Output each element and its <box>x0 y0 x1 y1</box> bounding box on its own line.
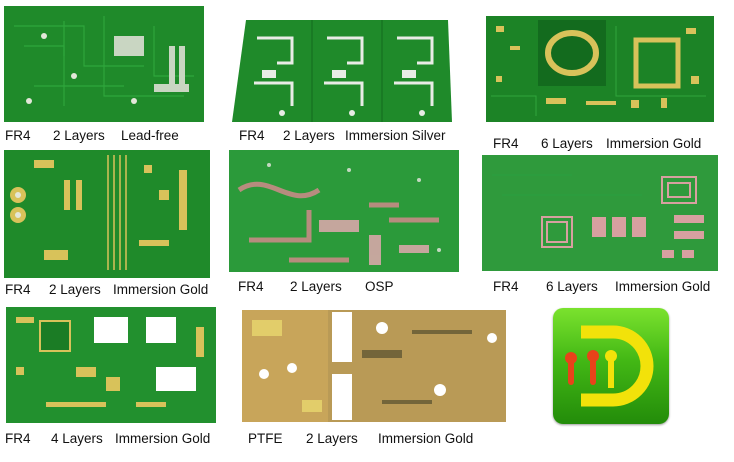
material-label: FR4 <box>5 431 31 446</box>
pcb-board-photo-5 <box>229 150 459 272</box>
caption-6: FR4 6 Layers Immersion Gold <box>493 278 723 296</box>
layers-label: 6 Layers <box>541 136 593 151</box>
finish-label: Immersion Gold <box>615 279 711 294</box>
pcb-board-photo-6 <box>482 155 718 271</box>
material-label: FR4 <box>5 282 31 297</box>
pcb-board-graphic-7 <box>6 307 216 423</box>
layers-label: 2 Layers <box>53 128 105 143</box>
material-label: FR4 <box>238 279 264 294</box>
material-label: FR4 <box>5 128 31 143</box>
pcb-board-photo-7 <box>6 307 216 423</box>
logo-graphic <box>565 325 654 407</box>
finish-label: Immersion Gold <box>115 431 211 446</box>
layers-label: 2 Layers <box>306 431 358 446</box>
finish-label: Lead-free <box>121 128 179 143</box>
finish-label: OSP <box>365 279 394 294</box>
pcb-board-photo-8 <box>242 310 506 422</box>
pcb-board-graphic-5 <box>229 150 459 272</box>
caption-2: FR4 2 Layers Immersion Silver <box>239 127 459 145</box>
layers-label: 2 Layers <box>290 279 342 294</box>
layers-label: 4 Layers <box>51 431 103 446</box>
pcb-board-graphic-6 <box>482 155 718 271</box>
caption-3: FR4 6 Layers Immersion Gold <box>493 135 723 153</box>
pcb-board-graphic-2 <box>232 20 452 122</box>
layers-label: 2 Layers <box>49 282 101 297</box>
pcb-board-photo-3 <box>486 16 714 122</box>
pcb-board-photo-4 <box>4 150 210 278</box>
finish-label: Immersion Silver <box>345 128 446 143</box>
finish-label: Immersion Gold <box>606 136 702 151</box>
caption-7: FR4 4 Layers Immersion Gold <box>5 430 225 448</box>
pcb-board-graphic-1 <box>4 6 204 122</box>
finish-label: Immersion Gold <box>378 431 474 446</box>
layers-label: 6 Layers <box>546 279 598 294</box>
caption-4: FR4 2 Layers Immersion Gold <box>5 281 225 299</box>
pcb-board-photo-2 <box>232 18 452 122</box>
caption-5: FR4 2 Layers OSP <box>238 278 438 296</box>
pcb-board-photo-1 <box>4 6 204 122</box>
material-label: FR4 <box>239 128 265 143</box>
caption-1: FR4 2 Layers Lead-free <box>5 127 215 145</box>
pcb-board-graphic-4 <box>4 150 210 278</box>
material-label: PTFE <box>248 431 283 446</box>
material-label: FR4 <box>493 136 519 151</box>
pcb-board-graphic-8 <box>242 310 506 422</box>
pcb-board-graphic-3 <box>486 16 714 122</box>
caption-8: PTFE 2 Layers Immersion Gold <box>248 430 508 448</box>
finish-label: Immersion Gold <box>113 282 209 297</box>
pcb-d-logo-icon <box>553 308 669 424</box>
layers-label: 2 Layers <box>283 128 335 143</box>
material-label: FR4 <box>493 279 519 294</box>
